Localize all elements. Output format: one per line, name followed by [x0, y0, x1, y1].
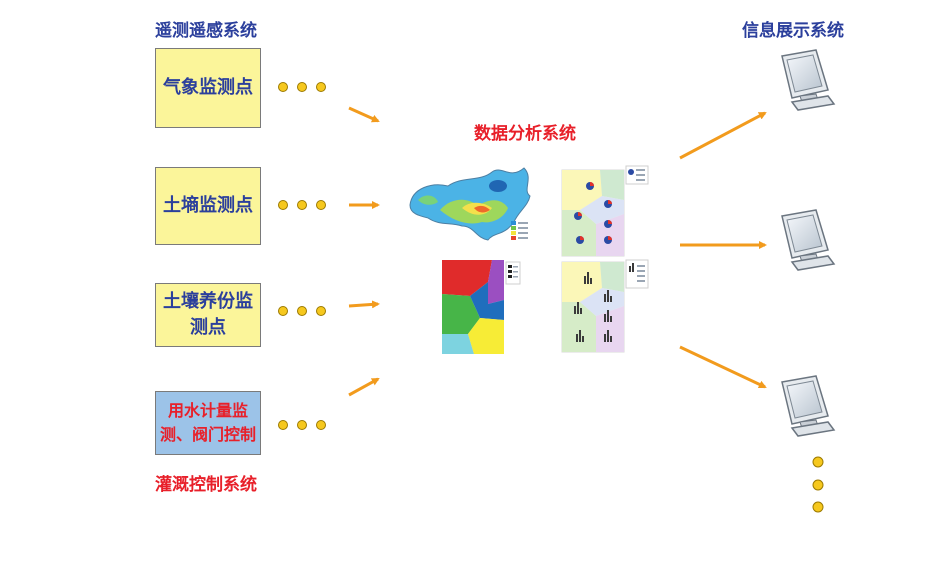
- map-thumbnail-pie: [561, 165, 649, 257]
- soil-moisture-label: 土墒监测点: [163, 195, 253, 216]
- monitor-icon: [781, 209, 836, 271]
- water-metering-box: 用水计量监 测、阀门控制: [155, 391, 261, 455]
- telemetry-title: 遥测遥感系统: [155, 21, 257, 41]
- weather-monitor-label: 气象监测点: [163, 77, 253, 98]
- arrow-nutrient: [348, 300, 380, 309]
- soil-nutrient-label-2: 测点: [190, 317, 226, 338]
- ellipsis-dots-3: [278, 306, 326, 316]
- soil-nutrient-box: 土壤养份监 测点: [155, 283, 261, 347]
- weather-monitor-box: 气象监测点: [155, 48, 261, 128]
- analysis-title: 数据分析系统: [474, 124, 576, 144]
- water-metering-label-2: 测、阀门控制: [159, 425, 256, 444]
- monitor-icon: [781, 375, 836, 437]
- soil-moisture-box: 土墒监测点: [155, 167, 261, 245]
- ellipsis-dots-vertical: [812, 456, 824, 513]
- soil-nutrient-label-1: 土壤养份监: [163, 291, 253, 312]
- irrigation-title: 灌溉控制系统: [155, 475, 257, 495]
- arrow-display-1: [679, 111, 767, 160]
- ellipsis-dots-4: [278, 420, 326, 430]
- map-thumbnail-regions: [442, 260, 521, 354]
- arrow-weather: [348, 106, 380, 123]
- water-metering-label-1: 用水计量监: [167, 401, 248, 420]
- map-thumbnail-elevation: [409, 167, 531, 241]
- map-thumbnail-bars: [561, 259, 649, 353]
- ellipsis-dots-2: [278, 200, 326, 210]
- ellipsis-dots-1: [278, 82, 326, 92]
- display-title: 信息展示系统: [742, 21, 844, 41]
- arrow-water: [348, 377, 380, 397]
- monitor-icon: [781, 49, 836, 111]
- arrow-display-3: [679, 345, 767, 389]
